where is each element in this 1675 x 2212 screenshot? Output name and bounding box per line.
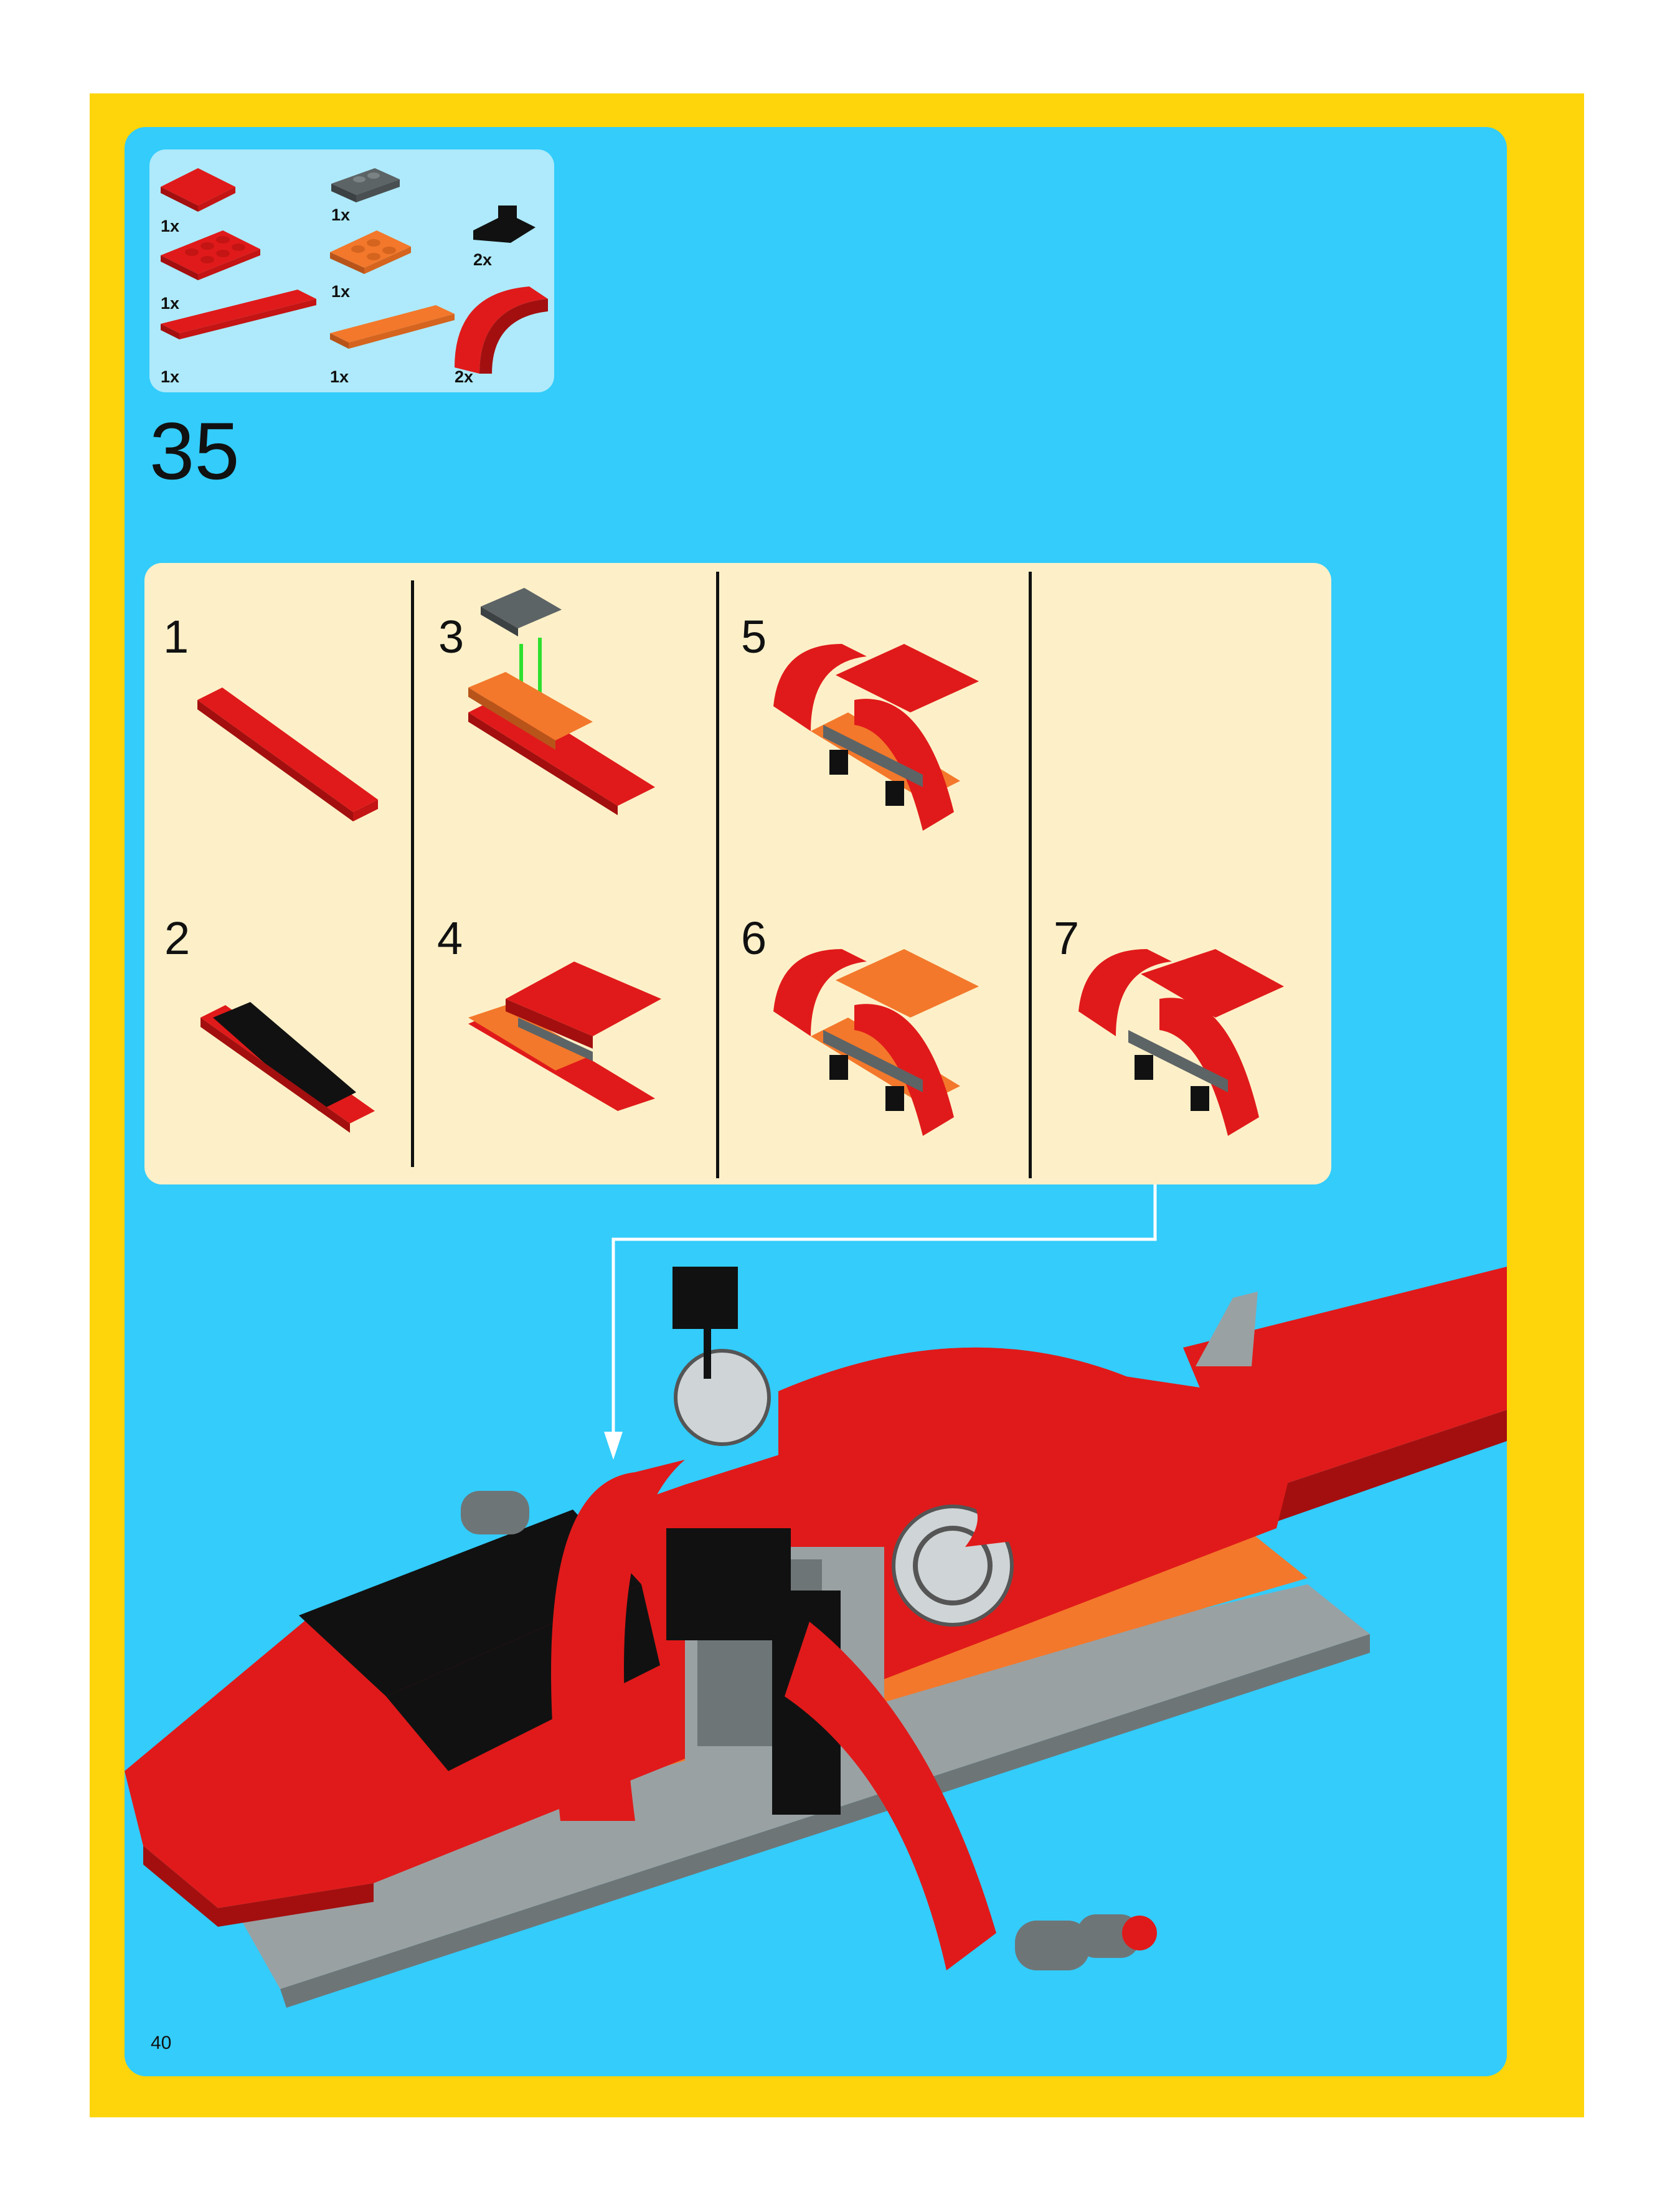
model-illustration <box>125 127 1507 2076</box>
instruction-page: 1x 1x 1x <box>125 127 1507 2076</box>
page-number: 40 <box>151 2033 171 2054</box>
